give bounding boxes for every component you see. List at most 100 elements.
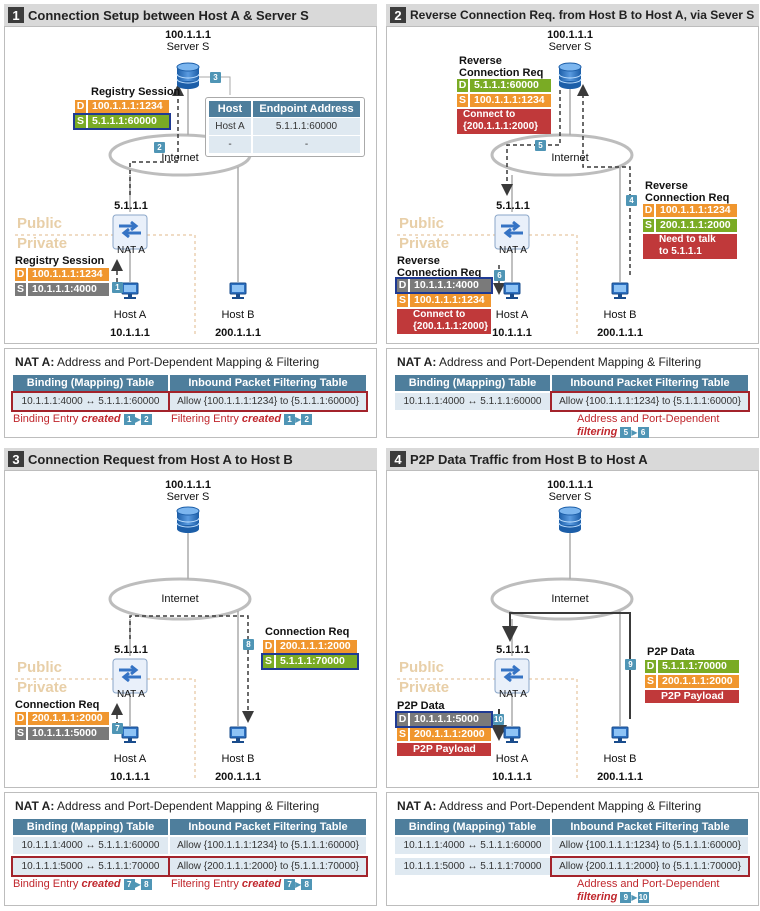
filter-table-header: Inbound Packet Filtering Table <box>552 375 748 391</box>
filter-table-header: Inbound Packet Filtering Table <box>552 819 748 835</box>
filter-note: filtering 9▶10 <box>577 891 649 903</box>
private-label: Private <box>399 679 450 696</box>
filter-highlight <box>550 856 750 877</box>
filter-note: Filtering Entry created 7▶8 <box>171 878 313 890</box>
host-b-ip: 200.1.1.1 <box>215 771 261 783</box>
host-b-label: Host B <box>221 753 255 765</box>
panel-title-bar: 3 Connection Request from Host A to Host… <box>4 448 377 470</box>
binding-table-header: Binding (Mapping) Table <box>395 819 550 835</box>
nat-ip: 5.1.1.1 <box>496 200 530 212</box>
new-filter-highlight <box>168 391 368 412</box>
step-badge: 10 <box>493 714 504 725</box>
public-label: Public <box>17 215 63 232</box>
nat-table-box: NAT A: Address and Port-Dependent Mappin… <box>4 348 377 438</box>
binding-row: 10.1.1.1:5000 ↔ 5.1.1.1:70000 <box>395 858 550 875</box>
panel-3: 3 Connection Request from Host A to Host… <box>4 448 377 908</box>
table-cell: Host A <box>209 118 251 135</box>
panel-4: 4 P2P Data Traffic from Host B to Host A… <box>386 448 759 908</box>
nat-description: NAT A: Address and Port-Dependent Mappin… <box>15 799 320 813</box>
private-label: Private <box>17 679 68 696</box>
column-header-host: Host <box>209 101 251 117</box>
panel-title-bar: 2 Reverse Connection Req. from Host B to… <box>386 4 759 26</box>
filter-table-header: Inbound Packet Filtering Table <box>170 819 366 835</box>
host-a-label: Host A <box>113 309 147 321</box>
req-title: Connection Req <box>15 699 100 711</box>
nat-description: NAT A: Address and Port-Dependent Mappin… <box>15 355 320 369</box>
private-label: Private <box>17 235 68 252</box>
req-message: Connect to{200.1.1.1:2000} <box>457 109 551 134</box>
nat-label: NAT A <box>117 245 145 256</box>
nat-label: NAT A <box>499 245 527 256</box>
panel-title-bar: 4 P2P Data Traffic from Host B to Host A <box>386 448 759 470</box>
host-a-label: Host A <box>113 753 147 765</box>
binding-table-header: Binding (Mapping) Table <box>13 375 168 391</box>
nat-router-icon <box>111 213 149 251</box>
data-title: P2P Data <box>397 700 445 712</box>
host-a-pc-icon <box>121 282 139 300</box>
host-a-ip: 10.1.1.1 <box>492 771 532 783</box>
server-name: Server S <box>548 41 592 53</box>
nat-table-box: NAT A: Address and Port-Dependent Mappin… <box>386 792 759 906</box>
nat-ip: 5.1.1.1 <box>496 644 530 656</box>
nat-table-box: NAT A: Address and Port-Dependent Mappin… <box>386 348 759 438</box>
host-b-ip: 200.1.1.1 <box>597 771 643 783</box>
nat-ip: 5.1.1.1 <box>114 200 148 212</box>
network-diagram: 100.1.1.1 Server S Internet 5.1.1.1 NAT … <box>4 26 377 344</box>
binding-row: 10.1.1.1:5000 ↔ 5.1.1.1:70000 <box>13 858 168 875</box>
binding-note: Binding Entry created 7▶8 <box>13 878 152 890</box>
step-badge: 3 <box>210 72 221 83</box>
binding-row: 10.1.1.1:4000 ↔ 5.1.1.1:60000 <box>395 393 550 410</box>
column-header-endpoint: Endpoint Address <box>253 101 360 117</box>
data-payload: P2P Payload <box>645 690 739 703</box>
filter-row: Allow {100.1.1.1:1234} to {5.1.1.1:60000… <box>170 393 366 410</box>
server-ip: 100.1.1.1 <box>547 29 593 41</box>
filter-row: Allow {200.1.1.1:2000} to {5.1.1.1:70000… <box>170 858 366 875</box>
host-a-ip: 10.1.1.1 <box>492 327 532 339</box>
step-badge: 1 <box>112 282 123 293</box>
nat-ip: 5.1.1.1 <box>114 644 148 656</box>
new-filter-highlight <box>168 856 368 877</box>
host-b-pc-icon <box>229 282 247 300</box>
binding-row: 10.1.1.1:4000 ↔ 5.1.1.1:60000 <box>13 837 168 854</box>
host-a-ip: 10.1.1.1 <box>110 771 150 783</box>
host-b-ip: 200.1.1.1 <box>215 327 261 339</box>
filter-note: filtering 5▶6 <box>577 426 649 438</box>
nat-description: NAT A: Address and Port-Dependent Mappin… <box>397 355 702 369</box>
panel-title-bar: 1 Connection Setup between Host A & Serv… <box>4 4 377 26</box>
panel-title: P2P Data Traffic from Host B to Host A <box>410 451 648 467</box>
panel-title: Reverse Connection Req. from Host B to H… <box>410 8 755 22</box>
network-diagram: 100.1.1.1 Server S Internet 5.1.1.1 NAT … <box>386 470 759 788</box>
filter-highlight <box>550 391 750 412</box>
server-name: Server S <box>166 491 210 503</box>
server-name: Server S <box>166 41 210 53</box>
public-label: Public <box>17 659 63 676</box>
binding-row: 10.1.1.1:4000 ↔ 5.1.1.1:60000 <box>395 837 550 854</box>
server-icon <box>176 62 200 90</box>
filter-row: Allow {100.1.1.1:1234} to {5.1.1.1:60000… <box>170 837 366 854</box>
data-payload: P2P Payload <box>397 743 491 756</box>
nat-label: NAT A <box>117 689 145 700</box>
nat-label: NAT A <box>499 689 527 700</box>
private-label: Private <box>399 235 450 252</box>
panel-number: 1 <box>8 7 24 23</box>
binding-row: 10.1.1.1:4000 ↔ 5.1.1.1:60000 <box>13 393 168 410</box>
internet-label: Internet <box>161 152 199 164</box>
